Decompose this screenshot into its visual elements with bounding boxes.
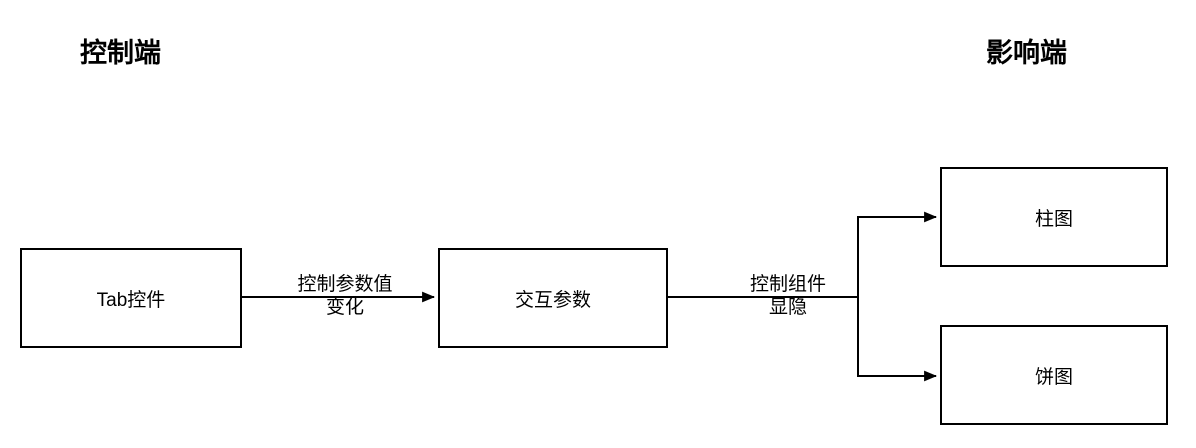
edge-label-param-change-line2: 变化 [325,297,364,318]
edge-label-show-hide: 控制组件 显隐 [708,273,868,319]
node-bar-chart: 柱图 [940,167,1168,267]
heading-affected-side: 影响端 [986,38,1067,68]
heading-control-side: 控制端 [80,38,161,68]
node-pie-chart: 饼图 [940,325,1168,425]
edge-label-show-hide-line1: 控制组件 [749,274,826,295]
edge-label-param-change: 控制参数值 变化 [265,273,425,319]
edge-label-show-hide-line2: 显隐 [768,297,807,318]
node-interaction-param: 交互参数 [438,248,668,348]
node-tab-control-label: Tab控件 [96,289,166,311]
node-bar-chart-label: 柱图 [1034,208,1073,230]
node-interaction-param-label: 交互参数 [514,289,591,311]
edge-label-param-change-line1: 控制参数值 [297,274,393,295]
node-tab-control: Tab控件 [20,248,242,348]
node-pie-chart-label: 饼图 [1034,366,1073,388]
